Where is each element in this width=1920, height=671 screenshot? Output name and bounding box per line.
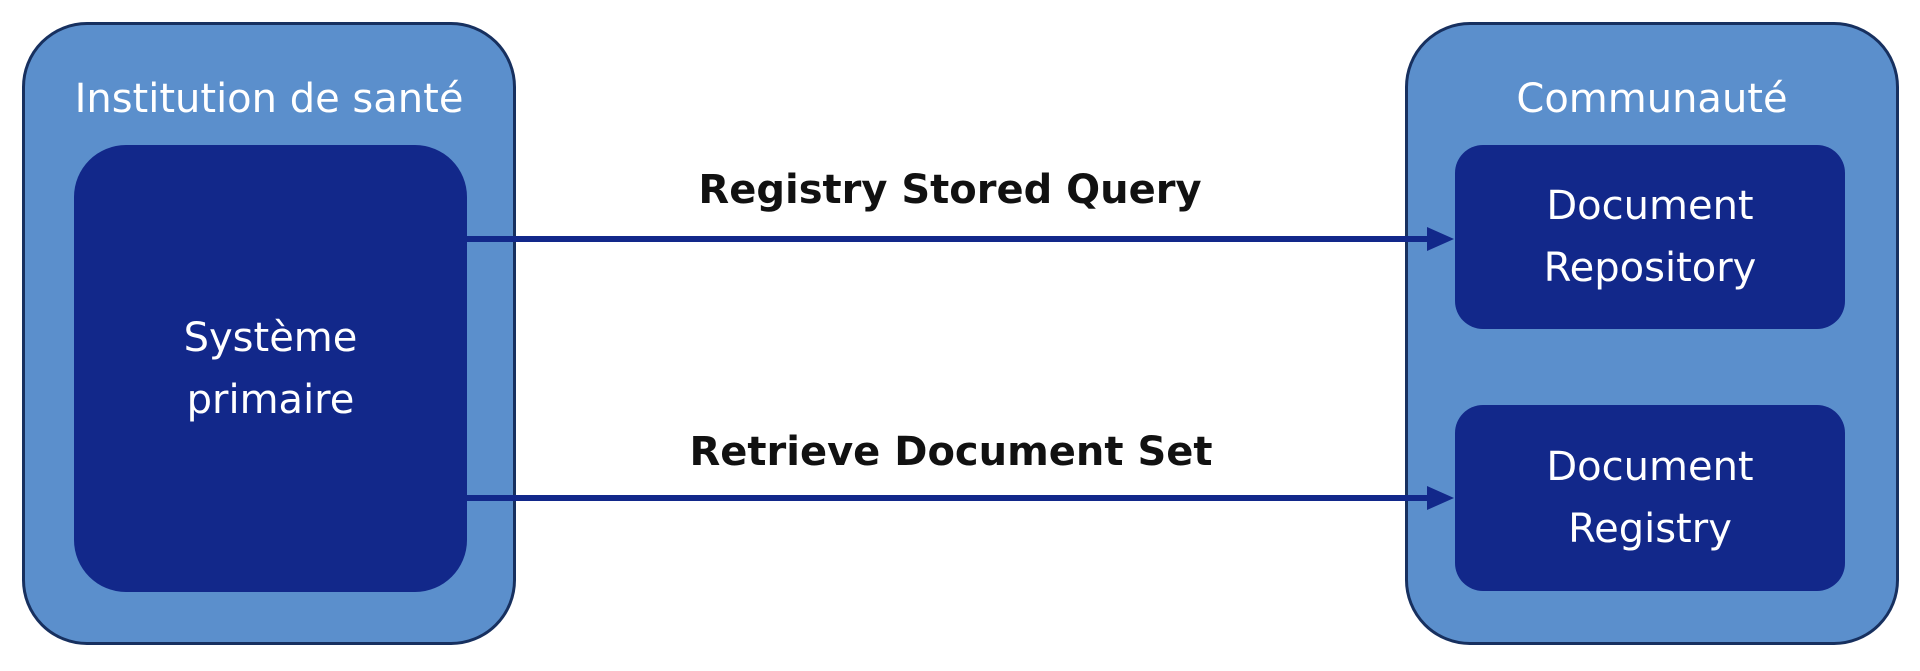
community-title: Communauté bbox=[1516, 76, 1788, 122]
registry-stored-query-arrow bbox=[467, 227, 1454, 251]
institution-title: Institution de santé bbox=[74, 76, 464, 122]
document-registry-box: Document Registry bbox=[1455, 405, 1845, 591]
retrieve-document-set-arrowhead-icon bbox=[1427, 486, 1454, 510]
document-repository-box: Document Repository bbox=[1455, 145, 1845, 329]
retrieve-document-set-arrow bbox=[467, 486, 1454, 510]
primary-system-box: Système primaire bbox=[74, 145, 467, 592]
registry-stored-query-label: Registry Stored Query bbox=[698, 167, 1202, 213]
retrieve-document-set-label: Retrieve Document Set bbox=[689, 429, 1213, 475]
registry-stored-query-arrowhead-icon bbox=[1427, 227, 1454, 251]
